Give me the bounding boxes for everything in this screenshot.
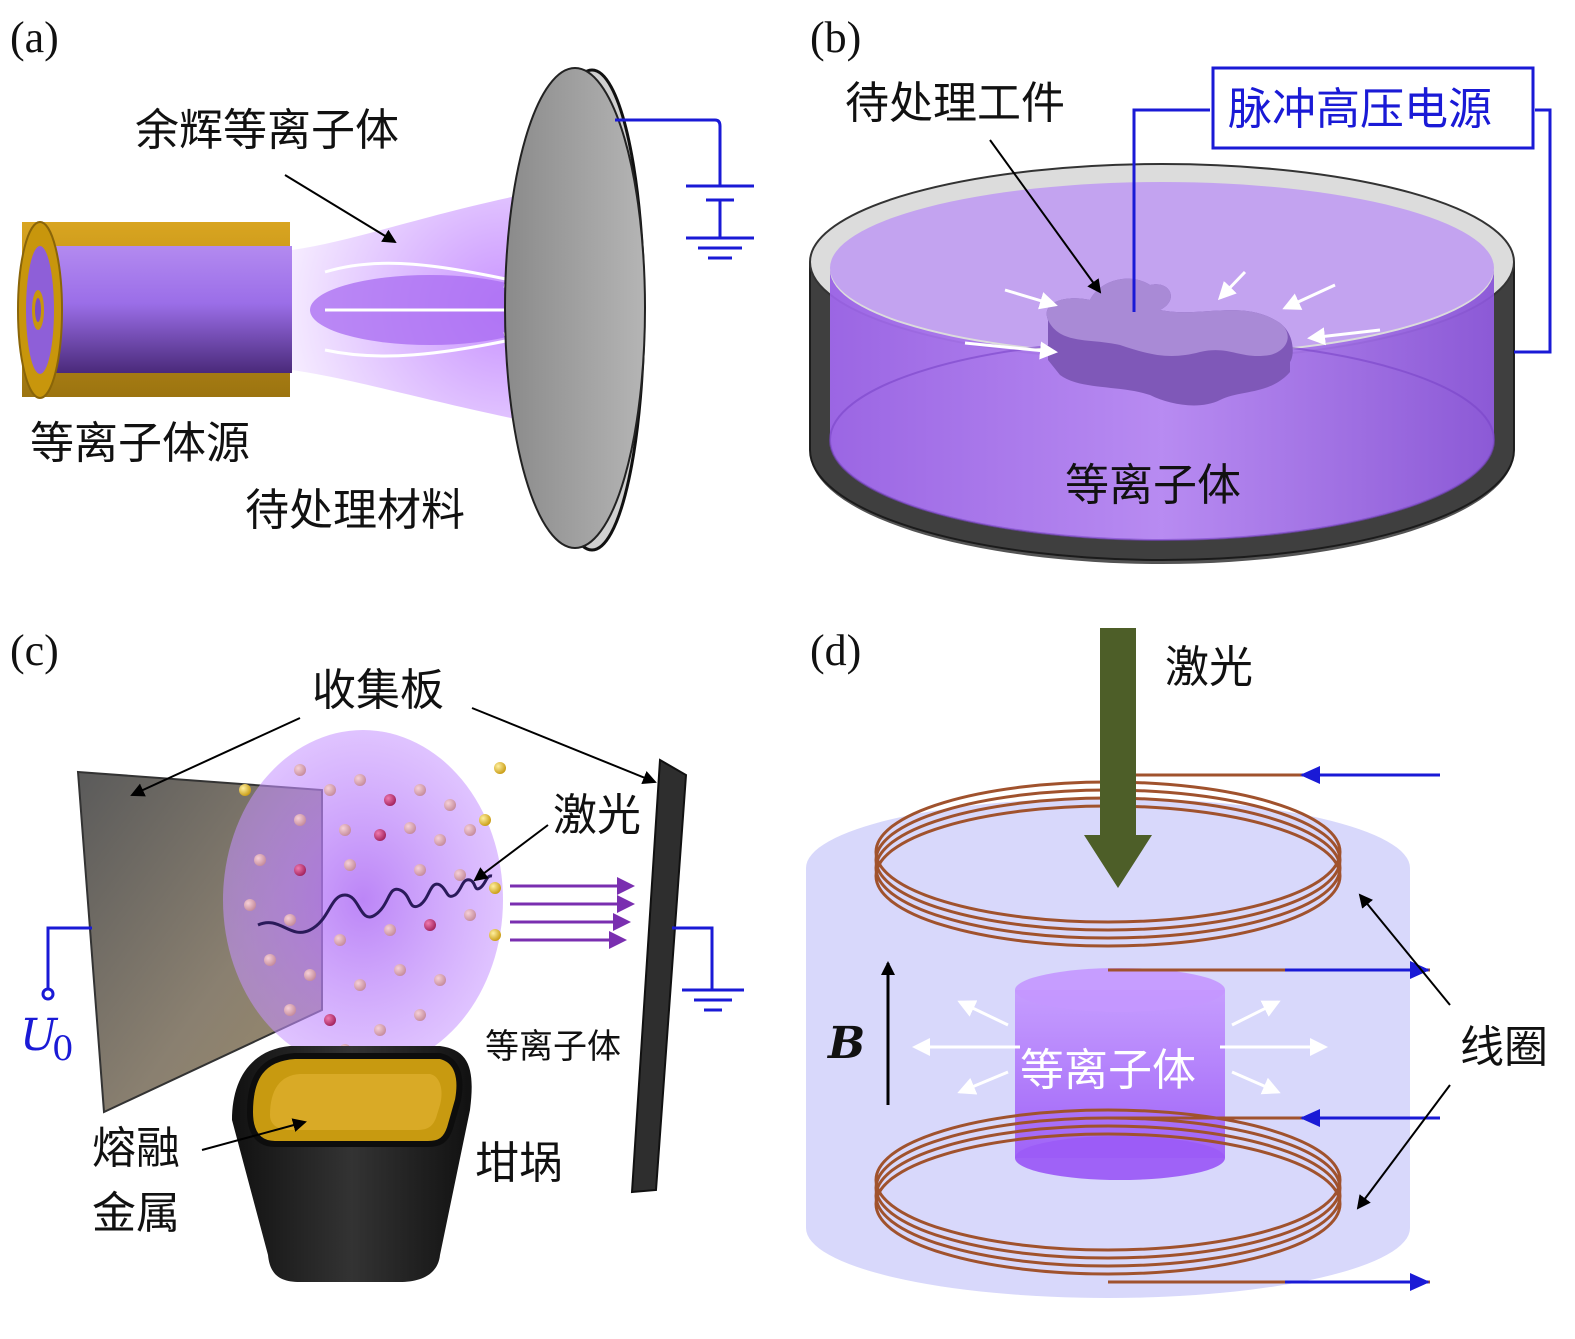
crucible bbox=[232, 1046, 472, 1282]
plasma-source bbox=[17, 221, 292, 399]
plasma-label-b: 等离子体 bbox=[1065, 460, 1241, 511]
afterglow-label: 余辉等离子体 bbox=[135, 105, 399, 156]
afterglow-leader bbox=[284, 174, 397, 244]
laser-beam bbox=[1084, 628, 1152, 888]
field-label: B bbox=[826, 1018, 865, 1069]
panel-c: (c) bbox=[10, 626, 744, 1282]
panel-b-tag: (b) bbox=[810, 13, 861, 62]
ground-wire bbox=[615, 118, 754, 260]
laser-wave bbox=[257, 874, 493, 934]
laser-leader-c bbox=[473, 824, 549, 882]
ion-arrows bbox=[964, 270, 1381, 360]
plasma-label-d: 等离子体 bbox=[1020, 1045, 1196, 1096]
panel-a-tag: (a) bbox=[10, 13, 59, 62]
workpiece-label: 待处理工件 bbox=[845, 78, 1065, 129]
material-label: 待处理材料 bbox=[245, 485, 465, 536]
laser-label-d: 激光 bbox=[1165, 642, 1253, 693]
voltage-symbol: U bbox=[20, 1010, 59, 1061]
target-disc bbox=[504, 67, 646, 552]
collector-plate-right bbox=[630, 758, 688, 1194]
molten-leader bbox=[201, 1118, 307, 1151]
workpiece-leader bbox=[989, 139, 1102, 294]
molten-label-line2: 金属 bbox=[92, 1188, 180, 1239]
panel-d-tag: (d) bbox=[810, 626, 861, 675]
coil-label: 线圈 bbox=[1460, 1022, 1548, 1073]
collector-leader-left bbox=[130, 717, 301, 797]
source-label: 等离子体源 bbox=[30, 418, 250, 469]
workpiece bbox=[1046, 278, 1293, 406]
chamber bbox=[809, 163, 1515, 564]
panel-d: (d) bbox=[806, 626, 1548, 1298]
coil-leader-bottom bbox=[1356, 1084, 1451, 1210]
emission-arrows bbox=[510, 877, 635, 949]
power-supply-box bbox=[1211, 66, 1535, 150]
voltage-wire bbox=[41, 926, 92, 1001]
crucible-label: 坩埚 bbox=[475, 1138, 563, 1189]
molten-label-line1: 熔融 bbox=[92, 1123, 180, 1174]
power-wire bbox=[1132, 108, 1552, 354]
voltage-subscript: 0 bbox=[52, 1029, 74, 1069]
panel-c-tag: (c) bbox=[10, 626, 59, 675]
plasma-cloud bbox=[223, 730, 503, 1070]
collector-leader-right bbox=[471, 707, 657, 784]
coil-bottom-current bbox=[1285, 1109, 1440, 1291]
plasma-label-c: 等离子体 bbox=[485, 1027, 621, 1067]
laser-label-c: 激光 bbox=[553, 790, 641, 841]
collector-label: 收集板 bbox=[312, 665, 444, 716]
coil-top-current bbox=[1285, 766, 1440, 979]
coil-leader-top bbox=[1358, 893, 1451, 1006]
power-supply-label: 脉冲高压电源 bbox=[1228, 84, 1492, 135]
ground-wire-c bbox=[672, 926, 744, 1012]
expansion-arrows bbox=[912, 1000, 1328, 1095]
panel-a: (a) bbox=[10, 13, 754, 552]
flow-arrows bbox=[324, 261, 523, 358]
panel-b: (b) 脉冲高压电源 bbox=[809, 13, 1552, 564]
